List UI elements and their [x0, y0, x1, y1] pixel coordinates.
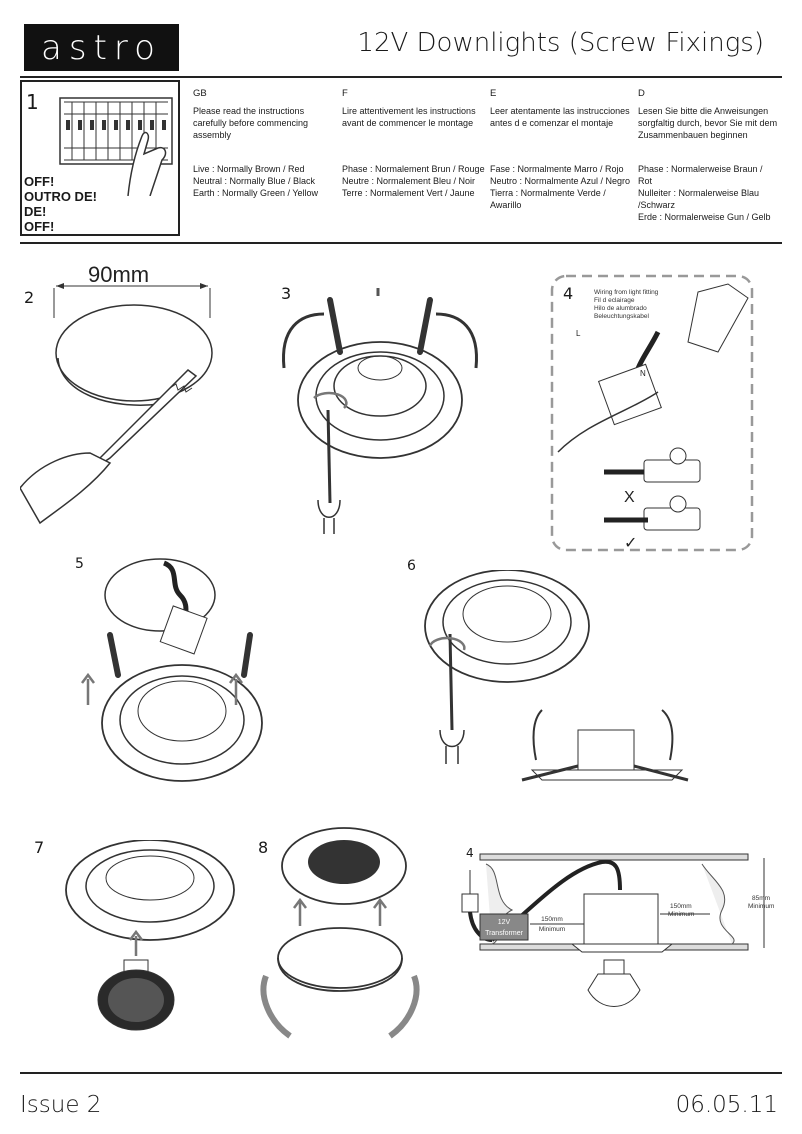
- wiring-line: Live : Normally Brown / Red: [193, 164, 305, 174]
- clearance-label: 150mm: [670, 903, 692, 910]
- wiring-label: Fil d eclairage: [594, 297, 635, 304]
- transformer-label: Transformer: [485, 930, 524, 937]
- off-label: OFF!: [24, 219, 55, 234]
- wiring-line: Nulleiter : Normalerweise Blau /Schwarz: [638, 188, 760, 210]
- language-column-f: F Lire attentivement les instructions av…: [342, 88, 487, 199]
- correct-mark: ✓: [624, 535, 637, 552]
- step-number: 6: [407, 558, 416, 574]
- step-number: 5: [75, 556, 84, 572]
- issue-number: Issue 2: [20, 1092, 102, 1118]
- language-code: GB: [193, 88, 207, 99]
- step3-springs-illustration: [282, 288, 478, 534]
- document-title: 12V Downlights (Screw Fixings): [357, 28, 764, 58]
- wiring-label: Beleuchtungskabel: [594, 313, 649, 320]
- issue-date: 06.05.11: [675, 1092, 778, 1118]
- wiring-line: Earth : Normally Green / Yellow: [193, 188, 319, 198]
- language-column-e: E Leer atentamente las instrucciones ant…: [490, 88, 635, 211]
- wiring-label: Wiring from light fitting: [594, 289, 659, 296]
- language-code: F: [342, 88, 348, 99]
- wiring-line: Terre : Normalement Vert / Jaune: [342, 188, 475, 198]
- depth-label: Minimum: [748, 903, 774, 910]
- step-number: 8: [258, 838, 269, 857]
- step7-lamp-illustration: [65, 840, 235, 1031]
- step5-connect-illustration: [81, 558, 263, 782]
- wiring-line: Phase : Normalement Brun / Rouge: [342, 164, 485, 174]
- installation-clearance-diagram: 12V Transformer 150mm Minimum 150mm Mini…: [461, 853, 774, 1007]
- language-column-d: D Lesen Sie bitte die Anweisungen sorgfa…: [638, 88, 778, 223]
- brand-logo: astro: [24, 24, 179, 71]
- language-intro: Lesen Sie bitte die Anweisungen sorgfalt…: [638, 106, 778, 140]
- off-labels: OFF! OUTRO DE! DE! OFF!: [24, 174, 97, 234]
- clearance-label: Minimum: [668, 911, 694, 918]
- footer-rule: [20, 1072, 782, 1074]
- step8-cover-illustration: [260, 827, 420, 1039]
- step-number: 4: [563, 284, 574, 303]
- wrong-mark: X: [624, 489, 635, 506]
- step2-cut-hole-illustration: 90mm: [20, 262, 213, 525]
- language-column-gb: GB Please read the instructions carefull…: [193, 88, 338, 199]
- step-number: 2: [24, 288, 35, 307]
- step-number: 7: [34, 838, 45, 857]
- wiring-line: Erde : Normalerweise Gun / Gelb: [638, 212, 771, 222]
- off-label: OUTRO DE!: [24, 189, 97, 204]
- step-number: 3: [281, 284, 292, 303]
- clearance-label: Minimum: [539, 926, 565, 933]
- wiring-line: Phase : Normalerweise Braun / Rot: [638, 164, 763, 186]
- dimension-label: 90mm: [88, 262, 149, 287]
- wiring-line: Neutral : Normally Blue / Black: [193, 176, 316, 186]
- terminal-live-label: L: [576, 329, 581, 338]
- terminal-neutral-label: N: [640, 369, 646, 378]
- step1-panel: 1 OFF! OUTRO DE! DE! OFF!: [20, 80, 180, 236]
- language-code: E: [490, 88, 497, 99]
- language-intro: Leer atentamente las instrucciones antes…: [490, 106, 630, 128]
- language-code: D: [638, 88, 645, 99]
- header-rule: [20, 76, 782, 78]
- language-intro: Please read the instructions carefully b…: [193, 106, 309, 140]
- step-number: 1: [26, 90, 39, 114]
- wiring-line: Tierra : Normalmente Verde / Awarillo: [490, 188, 606, 210]
- section-rule: [20, 242, 782, 244]
- off-label: OFF!: [24, 174, 55, 189]
- step-number: 4: [466, 846, 474, 860]
- language-intro: Lire attentivement les instructions avan…: [342, 106, 476, 128]
- fuse-board-illustration: [59, 97, 173, 196]
- off-label: DE!: [24, 204, 47, 219]
- step4-wiring-detail: Wiring from light fitting Fil d eclairag…: [550, 274, 754, 552]
- transformer-label: 12V: [498, 919, 511, 926]
- clearance-label: 150mm: [541, 916, 563, 923]
- wiring-label: Hilo de alumbrado: [594, 305, 647, 312]
- wiring-line: Neutre : Normalement Bleu / Noir: [342, 176, 476, 186]
- wiring-line: Neutro : Normalmente Azul / Negro: [490, 176, 631, 186]
- step6-install-illustration: [424, 570, 689, 782]
- wiring-line: Fase : Normalmente Marro / Rojo: [490, 164, 624, 174]
- depth-label: 85mm: [752, 895, 770, 902]
